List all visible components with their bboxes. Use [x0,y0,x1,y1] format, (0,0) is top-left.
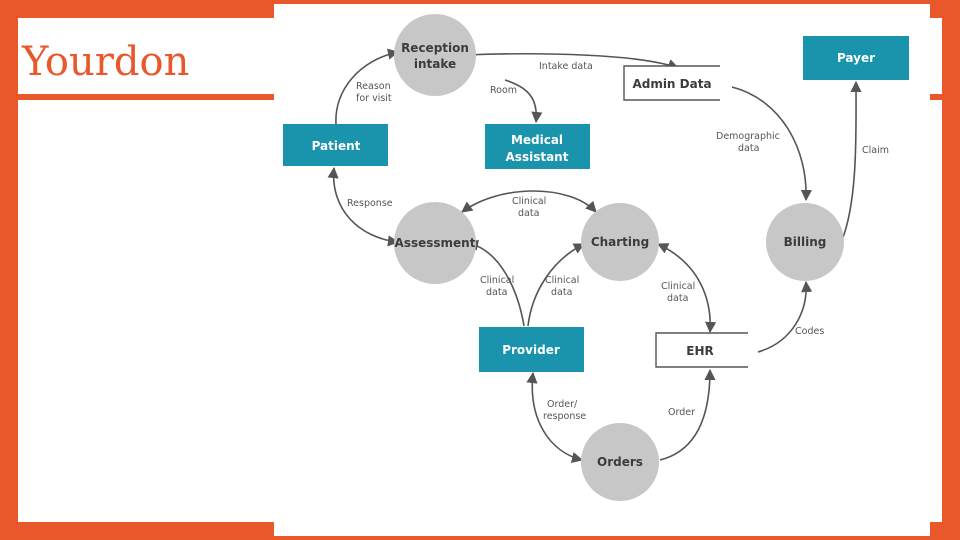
label-clinical-right-line-1: Clinical [661,281,695,292]
node-billing: Billing [766,203,844,281]
edge-codes [757,280,813,353]
label-clinical-left-line-1: Clinical [480,275,514,286]
node-admin-data: Admin Data [623,65,720,101]
data-store-nodes: Admin Data EHR [623,65,748,368]
node-medical-assistant-line-2: Assistant [506,150,569,164]
edge-response [327,166,400,247]
node-orders-label: Orders [597,455,643,469]
right-accent-line [930,94,960,100]
node-reception-intake: Reception intake [394,14,476,96]
label-reason-line-1: Reason [356,81,391,92]
node-billing-label: Billing [784,235,827,249]
title-underline [18,94,274,100]
edge-intake-data [465,52,680,70]
node-patient: Patient [283,124,388,166]
node-ehr-label: EHR [686,344,713,358]
edges [327,48,862,463]
edge-labels: Intake data Room Reason for visit Demogr… [347,61,889,422]
edge-order [659,368,716,461]
node-medical-assistant: Medical Assistant [485,124,590,169]
label-clinical-top-line-1: Clinical [512,196,546,207]
node-assessment-label: Assessment [395,236,476,250]
entity-nodes: Payer Patient Medical Assistant Provider [283,36,909,372]
node-assessment: Assessment [394,202,476,284]
edge-clinical-data-left [466,239,525,327]
edge-room [504,79,543,124]
node-provider: Provider [479,327,584,372]
node-reception-intake-line-2: intake [414,57,456,71]
node-charting: Charting [581,203,659,281]
label-clinical-left-line-2: data [486,287,507,298]
process-nodes: Reception intake Assessment Charting Bil… [394,14,844,501]
label-room: Room [490,85,517,96]
label-demographic-line-2: data [738,143,759,154]
label-clinical-right-line-2: data [667,293,688,304]
node-charting-label: Charting [591,235,649,249]
node-payer-label: Payer [837,51,875,65]
edge-reason-for-visit [335,48,400,125]
node-admin-data-label: Admin Data [632,77,711,91]
edge-clinical-data-mid [527,243,586,327]
edge-claim [841,80,862,241]
node-provider-label: Provider [502,343,560,357]
label-codes: Codes [795,326,824,337]
label-claim: Claim [862,145,889,156]
slide-title: Yourdon [22,39,190,85]
node-reception-intake-line-1: Reception [401,41,469,55]
label-response: Response [347,198,393,209]
label-order-response-line-2: response [543,411,586,422]
label-intake-data: Intake data [539,61,593,72]
label-clinical-mid-line-2: data [551,287,572,298]
label-order-response-line-1: Order/ [547,399,578,410]
edge-order-response [526,371,584,463]
edge-clinical-data-right [656,243,717,334]
edge-clinical-data-top [461,190,597,213]
edge-demographic-data [731,86,812,202]
label-order: Order [668,407,695,418]
label-clinical-top-line-2: data [518,208,539,219]
label-demographic-line-1: Demographic [716,131,780,142]
node-payer: Payer [803,36,909,80]
label-reason-line-2: for visit [356,93,392,104]
node-orders: Orders [581,423,659,501]
node-patient-label: Patient [312,139,361,153]
label-clinical-mid-line-1: Clinical [545,275,579,286]
node-medical-assistant-line-1: Medical [511,133,563,147]
node-ehr: EHR [655,332,748,368]
